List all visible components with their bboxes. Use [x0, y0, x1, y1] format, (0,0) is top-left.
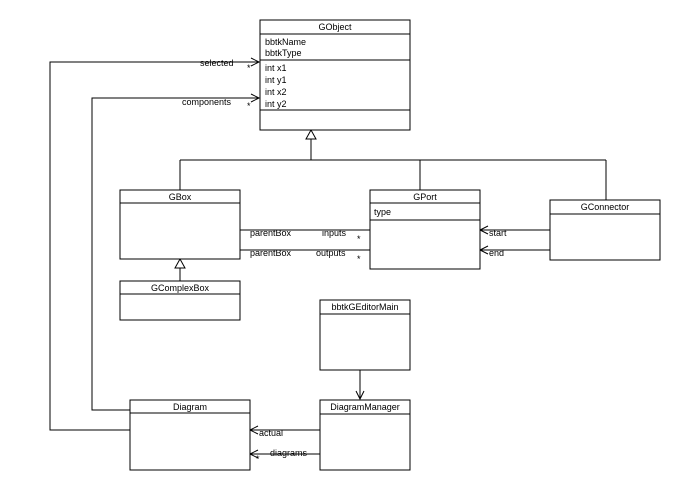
role-outputs: outputs: [316, 248, 346, 258]
role-selected: selected: [200, 58, 234, 68]
gobject-inheritance-triangle: [305, 128, 317, 140]
class-diagrammanager[interactable]: DiagramManager: [319, 399, 411, 471]
field-y1: int y1: [265, 75, 287, 85]
edges: [49, 57, 607, 459]
mult-inputs: *: [357, 234, 361, 244]
components-arrowhead: [250, 93, 261, 103]
field-x2: int x2: [265, 87, 287, 97]
class-gobject[interactable]: GObject bbtkName bbtkType int x1 int y1 …: [259, 19, 411, 131]
class-name: GConnector: [581, 202, 630, 212]
components-association-line: [91, 97, 259, 411]
mult-selected: *: [247, 63, 251, 73]
selected-arrowhead: [250, 57, 261, 67]
role-inputs: inputs: [322, 228, 347, 238]
class-name: bbtkGEditorMain: [331, 302, 398, 312]
gcomplexbox-inheritance-triangle: [174, 257, 186, 269]
class-diagram[interactable]: Diagram: [129, 399, 251, 471]
inheritance-tree-line: [179, 139, 607, 200]
role-labels: selected * components * parentBox inputs…: [182, 58, 507, 464]
class-name: Diagram: [173, 402, 207, 412]
class-name: GObject: [318, 22, 352, 32]
class-name: DiagramManager: [330, 402, 400, 412]
attribute-bbtkname: bbtkName: [265, 37, 306, 47]
mult-components: *: [247, 101, 251, 111]
role-start: start: [489, 228, 507, 238]
class-name: GComplexBox: [151, 283, 210, 293]
role-parentbox-inputs: parentBox: [250, 228, 292, 238]
class-gbox[interactable]: GBox: [119, 189, 241, 260]
attribute-bbtktype: bbtkType: [265, 48, 302, 58]
role-actual: actual: [259, 428, 283, 438]
class-name: GPort: [413, 192, 437, 202]
class-gcomplexbox[interactable]: GComplexBox: [119, 280, 241, 321]
mult-outputs: *: [357, 254, 361, 264]
class-name: GBox: [169, 192, 192, 202]
role-parentbox-outputs: parentBox: [250, 248, 292, 258]
editor-manager-arrowhead: [355, 390, 365, 401]
field-y2: int y2: [265, 99, 287, 109]
field-x1: int x1: [265, 63, 287, 73]
attribute-type: type: [374, 207, 391, 217]
class-gport[interactable]: GPort type: [369, 189, 481, 270]
selected-association-line: [49, 61, 259, 431]
role-diagrams: diagrams: [270, 448, 308, 458]
role-components: components: [182, 97, 232, 107]
mult-diagrams: *: [256, 454, 260, 464]
class-gconnector[interactable]: GConnector: [549, 199, 661, 261]
class-bbtkgeditormain[interactable]: bbtkGEditorMain: [319, 299, 411, 371]
role-end: end: [489, 248, 504, 258]
